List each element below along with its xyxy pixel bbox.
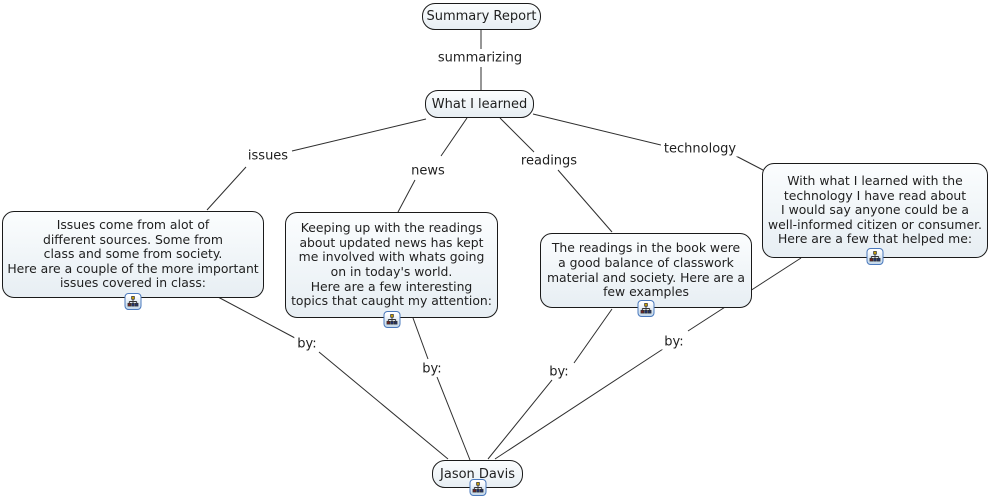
concept-label: What I learned (431, 96, 528, 112)
concept-label: Jason Davis (440, 466, 515, 482)
sitemap-icon[interactable] (866, 248, 884, 265)
concept-node-jason-davis[interactable]: Jason Davis (432, 460, 523, 496)
sitemap-icon[interactable] (383, 311, 400, 328)
linking-phrase-by-issues[interactable]: by: (294, 336, 320, 352)
linking-phrase-readings[interactable]: readings (517, 153, 581, 169)
sitemap-icon[interactable] (469, 479, 486, 496)
org-chart-glyph (472, 482, 483, 493)
concept-node-what-i-learned[interactable]: What I learned (425, 90, 534, 118)
concept-text: With what I learned with the technology … (768, 173, 982, 247)
linking-phrase-issues[interactable]: issues (244, 148, 292, 164)
org-chart-glyph (640, 303, 652, 314)
sitemap-icon[interactable] (124, 293, 142, 310)
concept-node-readings[interactable]: The readings in the book were a good bal… (540, 233, 752, 317)
concept-label: Summary Report (426, 9, 537, 24)
org-chart-glyph (127, 296, 139, 307)
linking-phrase-technology[interactable]: technology (660, 141, 740, 157)
concept-node-technology[interactable]: With what I learned with the technology … (762, 163, 988, 265)
concept-text: Issues come from alot of different sourc… (7, 217, 259, 291)
linking-phrase-by-technology[interactable]: by: (661, 334, 687, 350)
concept-node-summary-report[interactable]: Summary Report (422, 3, 541, 30)
linking-phrase-news[interactable]: news (408, 163, 448, 179)
linking-phrase-summarizing[interactable]: summarizing (434, 50, 526, 66)
concept-text: Keeping up with the readings about updat… (291, 220, 492, 309)
linking-phrase-by-readings[interactable]: by: (546, 364, 572, 380)
sitemap-icon[interactable] (637, 300, 655, 317)
concept-node-issues[interactable]: Issues come from alot of different sourc… (2, 211, 264, 310)
linking-phrase-by-news[interactable]: by: (419, 361, 445, 377)
org-chart-glyph (386, 314, 397, 325)
concept-text: The readings in the book were a good bal… (546, 240, 745, 300)
concept-node-news[interactable]: Keeping up with the readings about updat… (285, 212, 498, 328)
org-chart-glyph (869, 251, 881, 262)
